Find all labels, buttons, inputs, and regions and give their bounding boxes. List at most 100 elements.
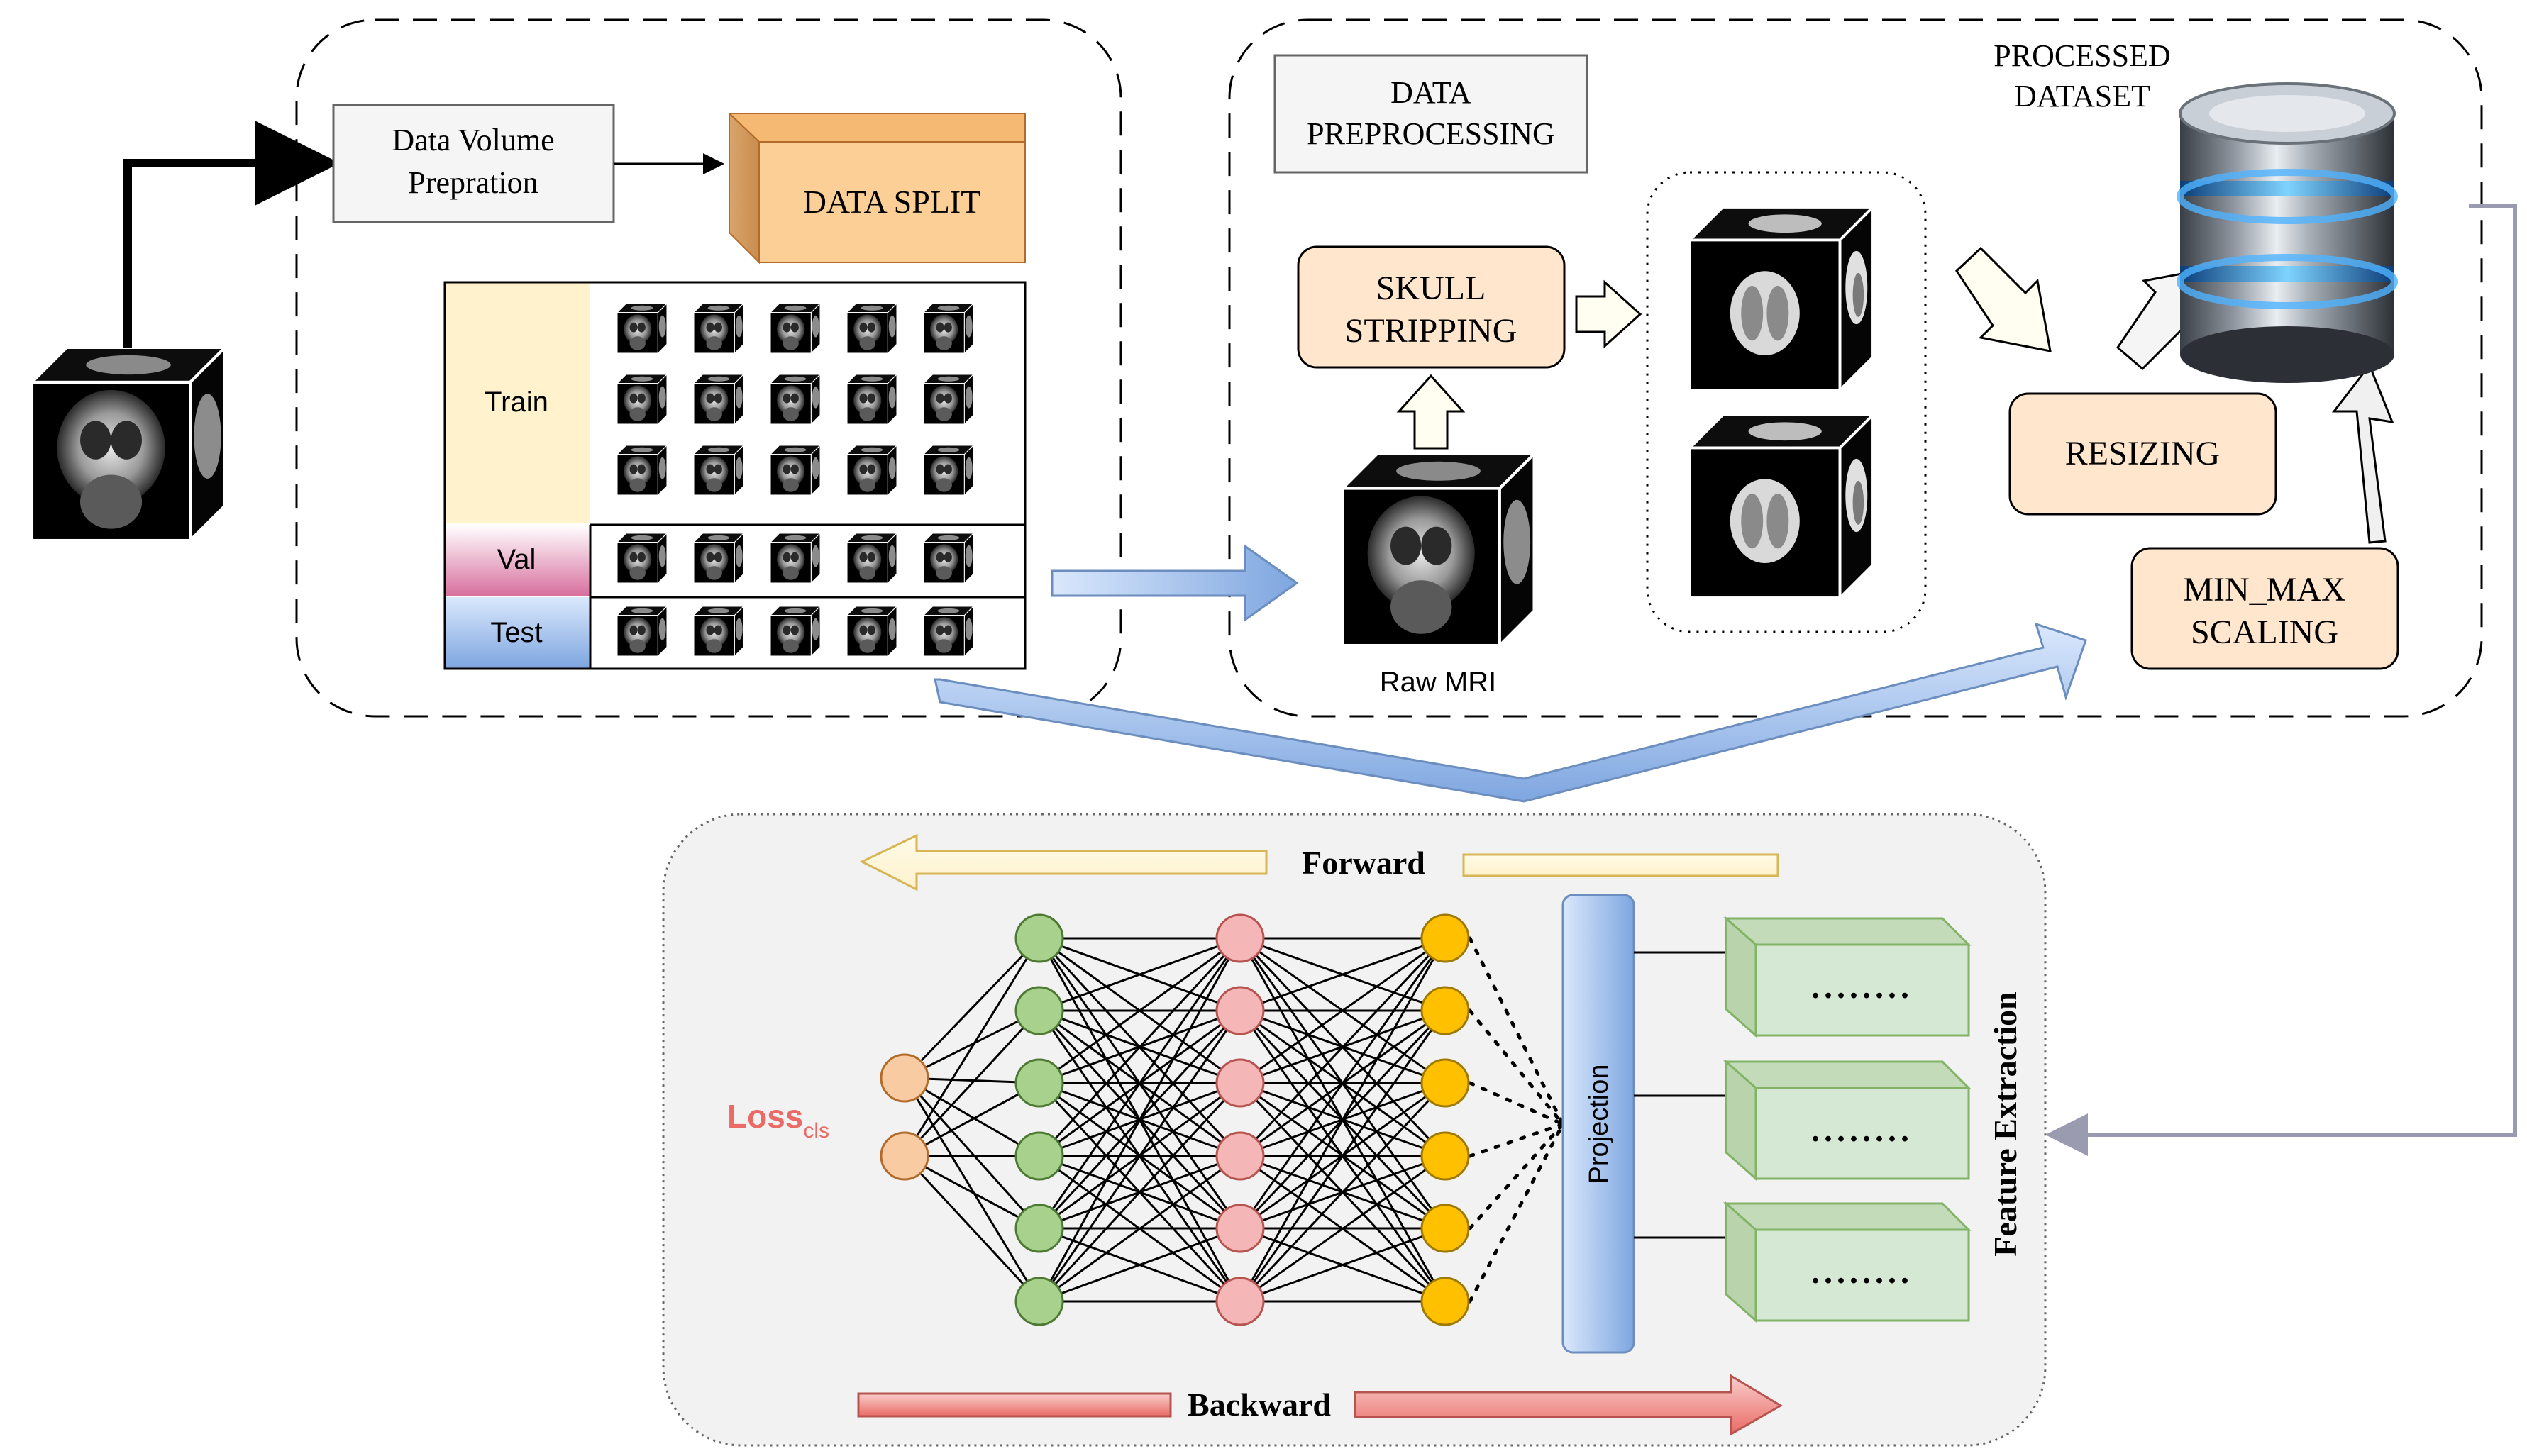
input-mri-cube-icon (32, 348, 225, 540)
network-edge (903, 1077, 1041, 1302)
projection-dotted-edge (1468, 1122, 1565, 1230)
feature-box-top (1723, 1202, 1972, 1231)
hidden1-node (1014, 1277, 1064, 1326)
hidden1-node (1014, 1058, 1064, 1108)
network-edge (1239, 938, 1447, 1302)
network-edge (1239, 938, 1447, 1229)
hidden2-node (1215, 986, 1265, 1035)
projection-dotted-edge (1468, 1008, 1565, 1126)
feature-box-top (1723, 917, 1972, 946)
data-preprocessing-box (1273, 54, 1588, 174)
network-edge (904, 1155, 1040, 1230)
hidden2-node (1215, 913, 1265, 963)
feature-box-top (1723, 1060, 1972, 1089)
feature-dots: ........ (1811, 1253, 1913, 1291)
projection-dotted-edges (1468, 936, 1565, 1304)
projection-dotted-edge (1468, 1122, 1565, 1158)
projection-dotted-edge (1468, 1122, 1565, 1304)
output-node (1420, 1204, 1470, 1253)
network-edge (1039, 937, 1241, 1084)
forward-label: Forward (1302, 845, 1425, 881)
feature-box: ........ (1634, 1201, 1972, 1323)
network-edge (1038, 937, 1242, 1157)
backward-arrow-right (1354, 1374, 1783, 1436)
resizing-label: RESIZING (2065, 435, 2221, 472)
feature-box: ........ (1634, 1059, 1972, 1182)
network-edge (1039, 937, 1241, 1012)
data-volume-label-2: Prepration (408, 165, 538, 200)
projection-bar (1561, 894, 1635, 1354)
feature-box-face (1754, 943, 1970, 1037)
output-node (1420, 913, 1470, 963)
mini-mri-cube-icon (770, 445, 821, 495)
network-edge (1239, 937, 1446, 1012)
mini-mri-cube-icon (616, 304, 668, 353)
hidden1-node (1014, 986, 1064, 1035)
projection-label: Projection (1584, 1065, 1614, 1184)
mini-mri-cube-icon (923, 445, 974, 495)
test-label: Test (490, 617, 542, 648)
mini-mri-cube-icon (693, 374, 744, 424)
stripped-cube-1-icon (1690, 207, 1873, 390)
processed-dataset-label-1: PROCESSED (1994, 38, 2170, 73)
database-icon (2177, 82, 2398, 383)
mini-mri-cube-icon (846, 445, 897, 495)
data-preprocessing-label-2: PREPROCESSING (1307, 116, 1555, 151)
data-preprocessing-label-1: DATA (1390, 75, 1471, 110)
mini-mri-cube-icon (770, 374, 821, 424)
hidden1-node (1014, 1204, 1064, 1253)
network-edge (1239, 1155, 1446, 1303)
val-label: Val (497, 544, 536, 575)
mini-mri-cube-icon (616, 445, 668, 495)
split-to-preprocessing-arrow (1051, 544, 1299, 622)
raw-mri-label: Raw MRI (1380, 667, 1496, 698)
raw-mri-cube-icon (1343, 454, 1535, 645)
network-edge (1239, 1010, 1447, 1302)
split-table: Train Val Test (443, 281, 1027, 670)
min-max-scaling-box (2130, 547, 2399, 670)
feature-box-face (1754, 1228, 1970, 1322)
output-node (1420, 1277, 1470, 1326)
network-edge (903, 1009, 1041, 1157)
projection-dotted-edge (1468, 1081, 1565, 1126)
hidden2-node (1215, 1131, 1265, 1181)
mini-mri-cube-icon (693, 533, 744, 583)
network-edge (903, 1077, 1041, 1230)
network-edge (1039, 1227, 1241, 1303)
network-panel (662, 813, 2047, 1447)
backward-label: Backward (1188, 1386, 1331, 1423)
feature-dots: ........ (1811, 1111, 1913, 1149)
network-edges (903, 937, 1447, 1303)
network-edge (904, 1082, 1040, 1157)
network-edge (1038, 1010, 1242, 1302)
resizing-box (2008, 392, 2277, 516)
hidden2-node (1215, 1277, 1265, 1326)
network-edge (903, 938, 1041, 1157)
input-node (880, 1131, 929, 1181)
data-volume-label-1: Data Volume (392, 123, 554, 157)
mini-mri-cube-icon (923, 606, 974, 656)
network-nodes (880, 913, 1470, 1326)
backward-arrow-tail (857, 1392, 1172, 1418)
hidden2-node (1215, 1058, 1265, 1108)
output-node (1420, 1058, 1470, 1108)
mini-mri-cube-icon (923, 304, 974, 353)
network-edge (1239, 1082, 1447, 1303)
network-edge (1038, 1082, 1242, 1303)
hidden2-node (1215, 1204, 1265, 1253)
mini-mri-cube-icon (923, 533, 974, 583)
loss-main: Loss (727, 1098, 803, 1135)
mini-mri-cube-icon (846, 304, 897, 353)
network-edge (904, 1077, 1040, 1157)
mini-mri-cube-icon (846, 374, 897, 424)
network-edge (1239, 937, 1447, 1157)
db-to-feature-connector (2045, 204, 2517, 1156)
input-connector (123, 121, 340, 348)
data-split-box: DATA SPLIT (727, 111, 1026, 265)
network-edge (1239, 1227, 1446, 1303)
skull-stripping-label-1: SKULL (1376, 269, 1486, 307)
feature-box-face (1754, 1087, 1970, 1180)
mini-mri-cube-icon (693, 304, 744, 353)
network-edge (1038, 938, 1242, 1229)
